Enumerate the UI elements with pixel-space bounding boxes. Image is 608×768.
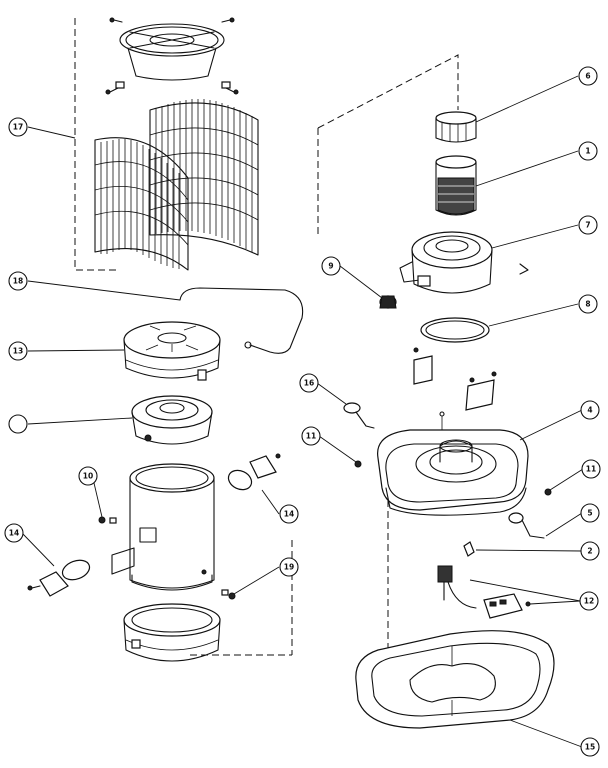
svg-text:7: 7 (585, 221, 590, 230)
switch-and-battery-box (437, 565, 531, 619)
wire-handle (179, 287, 304, 354)
mounting-brackets (413, 347, 497, 411)
svg-text:11: 11 (586, 465, 596, 474)
igniter (343, 402, 375, 429)
svg-text:9: 9 (328, 262, 333, 271)
drip-tray (355, 630, 555, 729)
callout-19: 19 (279, 557, 299, 577)
callout-18: 18 (8, 271, 28, 291)
callout-2: 2 (580, 541, 600, 561)
leader-lines (21, 75, 584, 748)
callout-4: 4 (580, 400, 600, 420)
flame-spreader-ring (435, 111, 477, 143)
screws-left (98, 516, 236, 600)
outer-cabinet (111, 463, 215, 591)
svg-text:10: 10 (83, 472, 93, 481)
svg-text:11: 11 (306, 432, 316, 441)
callout-16: 16 (299, 373, 319, 393)
gasket-ring (420, 317, 490, 343)
callout-11-left: 11 (301, 426, 321, 446)
svg-text:12: 12 (584, 597, 594, 606)
base-housing (377, 411, 529, 516)
svg-text:19: 19 (284, 563, 294, 572)
adjust-knob (379, 295, 397, 309)
callout-12: 12 (579, 591, 599, 611)
callout-5: 5 (580, 503, 600, 523)
callout-17: 17 (8, 117, 28, 137)
svg-text:1: 1 (585, 147, 590, 156)
callout-14-right: 14 (279, 504, 299, 524)
window-left (27, 559, 91, 597)
svg-text:18: 18 (13, 277, 23, 286)
top-guard-grille (105, 17, 239, 95)
top-plate (123, 321, 221, 381)
svg-text:16: 16 (304, 379, 314, 388)
callout-11-right: 11 (581, 459, 601, 479)
svg-text:14: 14 (9, 529, 19, 538)
callout-6: 6 (578, 66, 598, 86)
window-right (227, 453, 281, 491)
svg-text:13: 13 (13, 347, 23, 356)
svg-text:17: 17 (13, 123, 23, 132)
base-ring (123, 603, 221, 662)
callout-9: 9 (321, 256, 341, 276)
callout-15: 15 (580, 737, 600, 757)
burner-plate (131, 395, 213, 445)
callout-1: 1 (578, 141, 598, 161)
callout-3 (8, 414, 28, 434)
burner-assembly (399, 231, 529, 294)
callout-8: 8 (578, 294, 598, 314)
base-small-parts (354, 460, 552, 539)
svg-text:5: 5 (587, 509, 592, 518)
callout-7: 7 (578, 215, 598, 235)
burner-core (435, 155, 477, 216)
callout-14-left: 14 (4, 523, 24, 543)
svg-text:4: 4 (587, 406, 592, 415)
svg-text:15: 15 (585, 743, 595, 752)
callout-13: 13 (8, 341, 28, 361)
svg-text:6: 6 (585, 72, 590, 81)
svg-text:2: 2 (587, 547, 592, 556)
cylindrical-wire-guard (94, 99, 259, 271)
svg-text:14: 14 (284, 510, 294, 519)
svg-text:8: 8 (585, 300, 590, 309)
clip (463, 541, 475, 557)
callout-10: 10 (78, 466, 98, 486)
